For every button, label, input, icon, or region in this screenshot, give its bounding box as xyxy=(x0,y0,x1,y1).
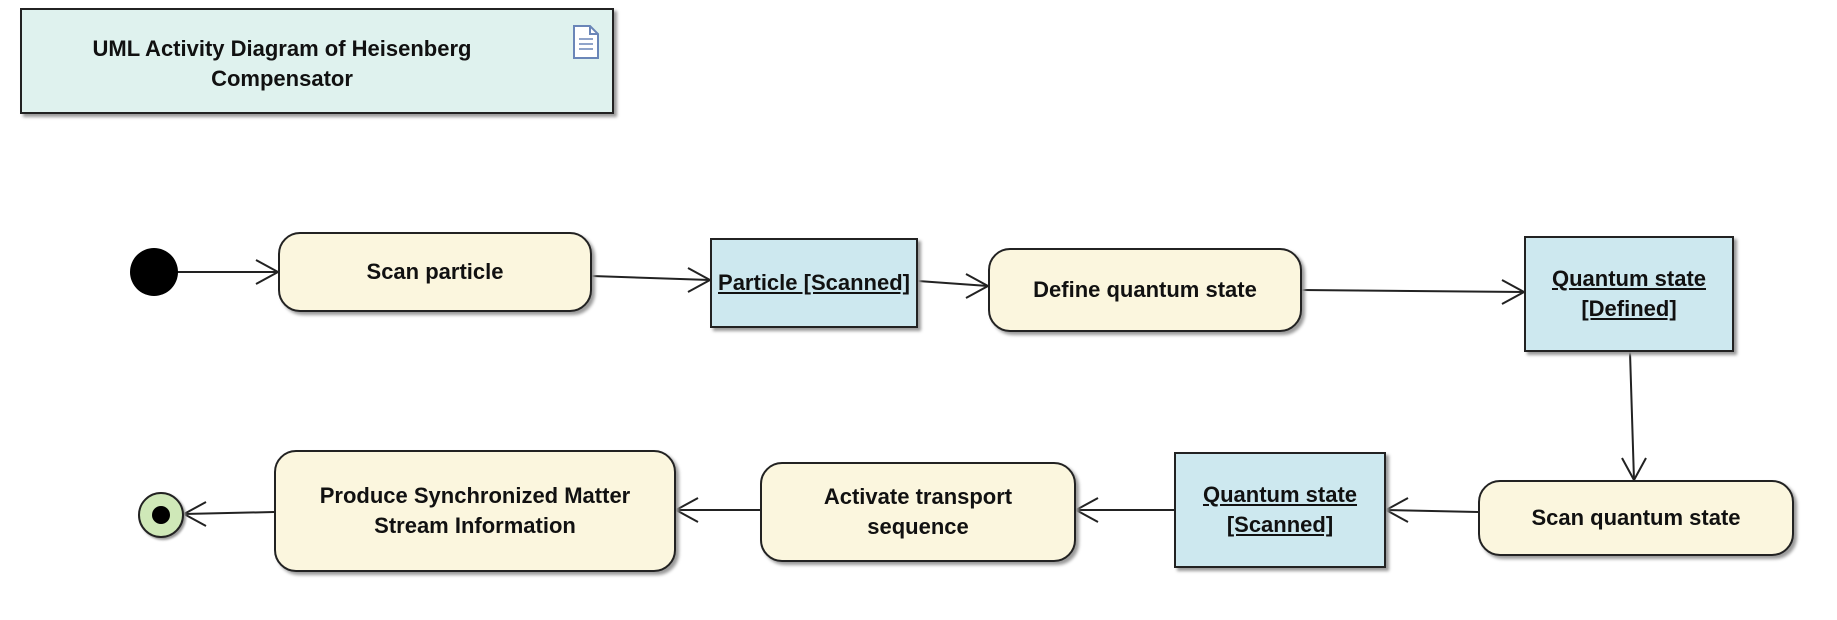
document-icon xyxy=(573,25,599,59)
flow-produce-to-end xyxy=(183,511,275,515)
action-produce-matter-stream[interactable]: Produce Synchronized Matter Stream Infor… xyxy=(274,450,676,572)
flow-define-to-qs-defined xyxy=(1301,289,1525,293)
flow-scan-qs-to-qs-scanned xyxy=(1385,509,1479,513)
flow-particle-scanned-to-define xyxy=(917,280,989,287)
initial-node xyxy=(130,248,178,296)
object-quantum-state-scanned[interactable]: Quantum state [Scanned] xyxy=(1174,452,1386,568)
action-scan-particle[interactable]: Scan particle xyxy=(278,232,592,312)
diagram-title-note: UML Activity Diagram of Heisenberg Compe… xyxy=(20,8,614,114)
final-node xyxy=(138,492,184,538)
flow-scan-particle-to-particle-scanned xyxy=(591,275,711,281)
flow-qs-defined-to-scan-qs xyxy=(1629,351,1635,481)
action-define-quantum-state[interactable]: Define quantum state xyxy=(988,248,1302,332)
final-node-center xyxy=(152,506,170,524)
object-particle-scanned[interactable]: Particle [Scanned] xyxy=(710,238,918,328)
diagram-title: UML Activity Diagram of Heisenberg Compe… xyxy=(92,36,472,91)
action-activate-transport-sequence[interactable]: Activate transport sequence xyxy=(760,462,1076,562)
action-scan-quantum-state[interactable]: Scan quantum state xyxy=(1478,480,1794,556)
object-quantum-state-defined[interactable]: Quantum state [Defined] xyxy=(1524,236,1734,352)
